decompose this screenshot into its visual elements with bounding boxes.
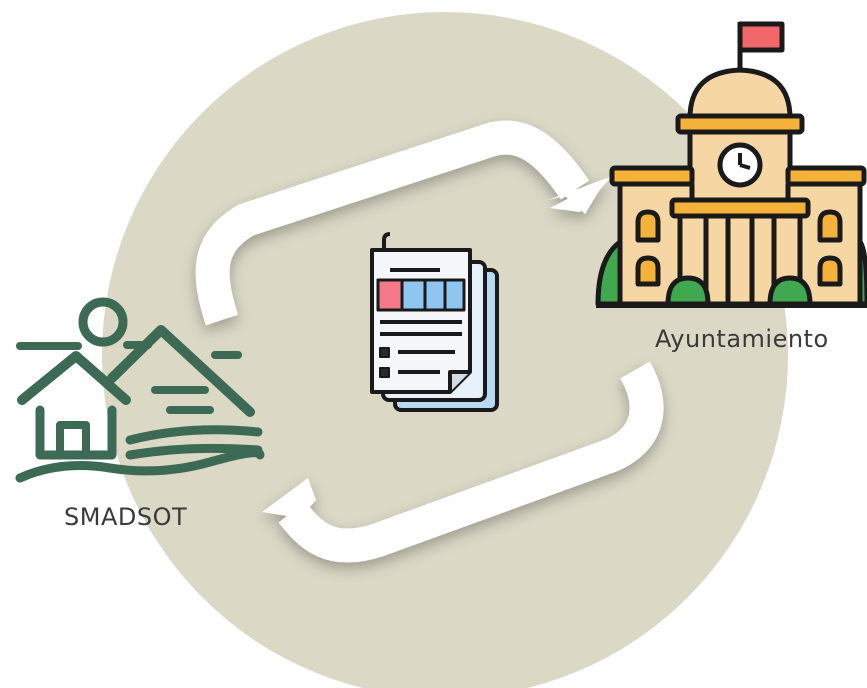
- town-hall-icon: [595, 21, 867, 308]
- house-sun-logo-icon: [15, 297, 265, 483]
- cycle-arrows-icon: [195, 120, 664, 563]
- documents-icon: [370, 232, 499, 412]
- smadsot-label: SMADSOT: [64, 503, 188, 531]
- ayuntamiento-label: Ayuntamiento: [655, 325, 829, 353]
